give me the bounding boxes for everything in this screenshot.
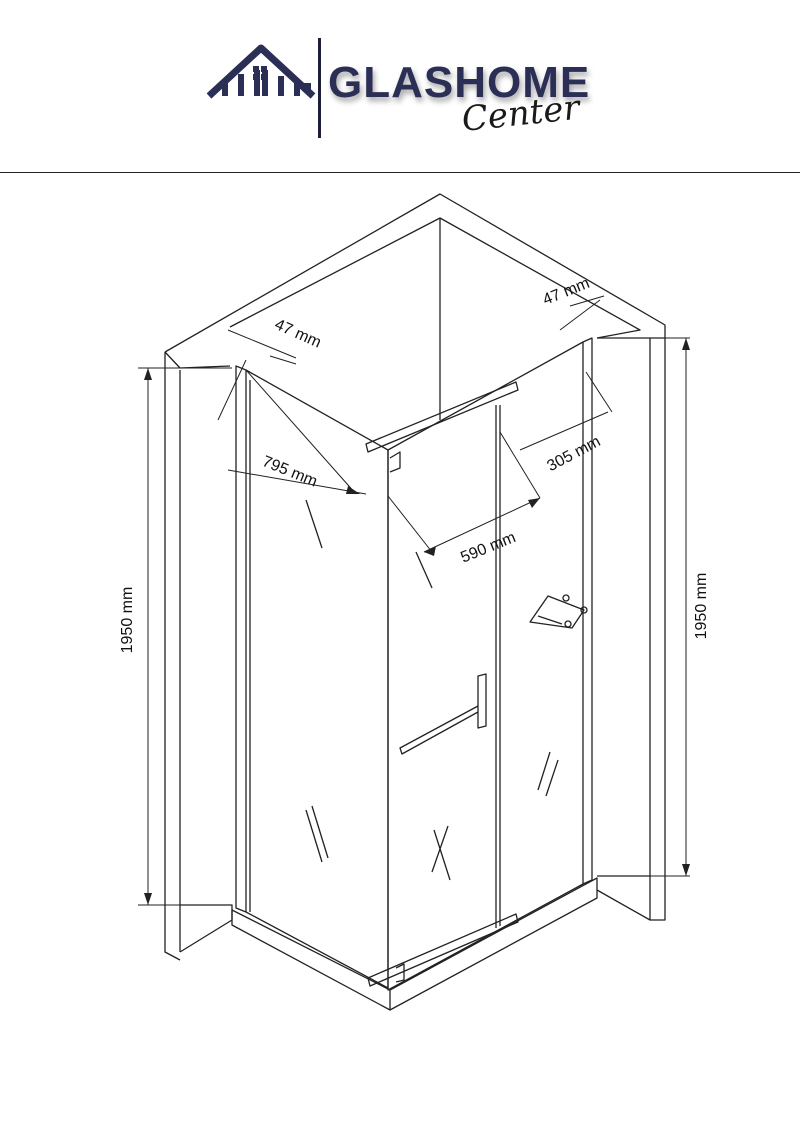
door-edge [495,405,501,928]
width-front-label: 590 mm [458,529,518,566]
bottom-rail [367,913,519,987]
corner-shelf [529,595,585,629]
drawing-frame [0,172,800,1132]
logo-divider [318,38,321,138]
height-left-label: 1950 mm [119,587,136,654]
door-panel-label: 305 mm [544,433,603,475]
profile-right-label: 47 mm [540,275,592,309]
door-handle [399,673,487,755]
height-right-label: 1950 mm [693,573,710,640]
left-wall-base [179,904,233,953]
shower-tray [231,877,598,1011]
brand-header: GLASHOME Center [0,0,800,172]
left-wall-inner [229,217,641,420]
back-wall [164,193,666,353]
left-wall [164,351,231,961]
house-logo-icon [206,44,316,99]
profile-left-label: 47 mm [272,316,324,351]
front-panel [387,337,593,991]
top-rail [365,381,519,473]
width-side-label: 795 mm [260,453,320,490]
brand-name: GLASHOME [328,58,591,107]
side-panel [235,365,389,989]
right-wall [596,338,666,921]
